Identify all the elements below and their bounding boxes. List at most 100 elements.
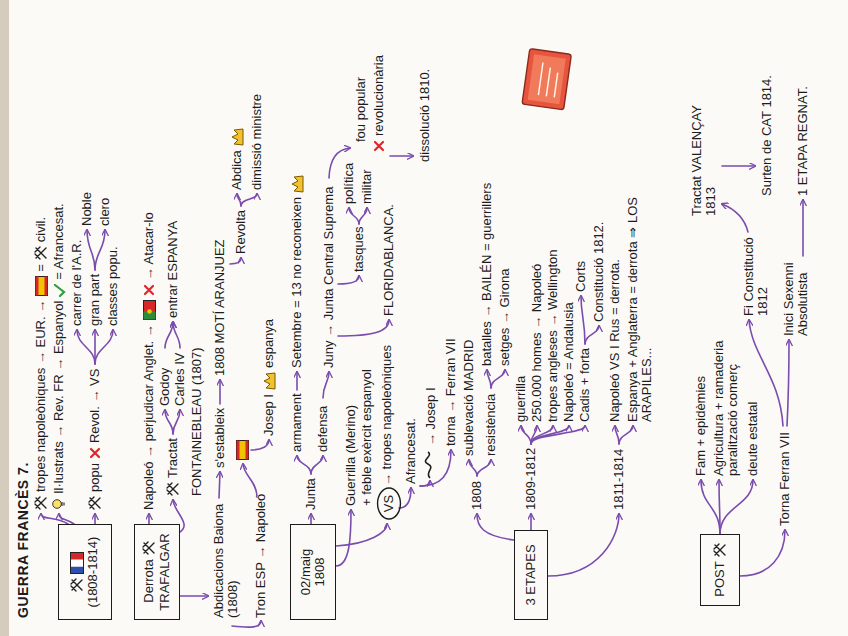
branch-arrow (296, 372, 298, 390)
crossed-out-scribble (425, 452, 430, 478)
branch-arrow (477, 460, 491, 476)
branch-arrow (530, 514, 532, 530)
branch-arrow (701, 480, 720, 534)
text-row: + feble exèrcit espanyol (360, 369, 374, 506)
text-row: Abdica (230, 128, 244, 190)
branch-arrow (165, 322, 173, 348)
node-text: POST (713, 561, 727, 596)
text-row: tropes angleses → Wellington (546, 250, 560, 422)
aftermath-box: POST (700, 534, 740, 606)
branch-arrow (95, 230, 105, 270)
note-text: dissolució 1810. (418, 69, 432, 162)
text-row: Inici Sexenni Absolutista (782, 224, 810, 336)
branch-arrow (491, 370, 505, 388)
spain-flag (35, 276, 48, 296)
red-cross (373, 140, 385, 152)
text-row: Napoleó = Andalusia (562, 302, 576, 422)
note-text: → Atacar-lo (142, 212, 156, 280)
note-text: Guerrilla (Merino) (344, 405, 358, 506)
text-row: deute estatal (746, 402, 760, 476)
branch-arrow (719, 480, 720, 534)
node-line (70, 552, 84, 592)
node-line: Derrota (142, 541, 156, 602)
red-cross (89, 447, 101, 459)
text-row: 1 ETAPA REGNAT. (796, 86, 810, 196)
branch-arrow (722, 165, 755, 167)
note-text: + feble exèrcit espanyol (360, 369, 374, 506)
branch-arrow (487, 370, 491, 388)
branch-arrow (180, 595, 208, 597)
text-row: 1808 MOTÍ ARANJUEZ (213, 239, 227, 376)
text-row: Juny → Junta Central Suprema (322, 187, 336, 368)
note-text: Noble (80, 192, 94, 226)
branch-arrow (615, 426, 619, 444)
branch-arrow (336, 510, 351, 566)
france-flag (70, 552, 84, 574)
node-line: (1808-1814) (86, 537, 100, 608)
page-title: GUERRA FRANCÈS 7. (16, 462, 30, 618)
note-text: Tron ESP → Napoleó (254, 494, 268, 618)
check-mark (53, 284, 66, 297)
text-row: → tropes napoleòniques (380, 345, 394, 486)
text-row: dissolució 1810. (418, 69, 432, 162)
branch-arrow (310, 514, 312, 524)
spain-flag (236, 440, 249, 460)
text-row: setges → Girona (498, 268, 512, 366)
text-row: defensa (316, 406, 330, 452)
note-text: 1808 (470, 481, 484, 510)
text-row: Tron ESP → Napoleó (254, 494, 268, 618)
note-text: política (342, 163, 356, 204)
symbol-holder (70, 578, 84, 592)
note-text: Tractat VALENÇAY 1813 (690, 91, 718, 216)
branch-arrow (87, 230, 95, 270)
text-row: Guerrilla (Merino) (344, 405, 358, 506)
branch-arrow (241, 194, 257, 206)
branch-arrow (173, 500, 184, 532)
text-row: tropes napoleòniques → EUR. → = civil. (34, 217, 48, 510)
node-line: TRAFALGAR (158, 533, 172, 610)
note-text: 1809-1812 (524, 448, 538, 510)
note-text: Tractat (166, 438, 180, 478)
branch-arrow (230, 258, 241, 264)
text-row: classes popu. (106, 247, 120, 327)
note-text: deute estatal (746, 402, 760, 476)
branch-arrow (349, 208, 359, 224)
text-row: Surten de CAT 1814. (760, 75, 774, 196)
text-row: Abdicacions Baiona (1808) (212, 488, 240, 618)
text-row: Tractat VALENÇAY 1813 (690, 91, 718, 216)
note-text: batalles → BAILÉN = guerrillers (480, 183, 494, 366)
branch-arrow (338, 276, 359, 284)
branch-arrow (581, 296, 585, 344)
text-row: 1808 (470, 481, 484, 510)
text-row: 250.000 homes → Napoleó (530, 264, 544, 422)
crown (263, 372, 276, 390)
text-row: FLORIDABLANCA. (382, 204, 396, 316)
text-row: Napoleó → perjudicar Anglet. → → Atacar-… (142, 212, 156, 510)
war-symbol (34, 246, 48, 260)
crown (231, 128, 244, 146)
note-text: 1811-1814 (612, 449, 626, 510)
text-row: armament (290, 393, 304, 452)
versus-circle: VS (376, 487, 402, 520)
text-row: Corts (574, 261, 588, 292)
text-row: Junta (304, 478, 318, 510)
branch-arrow (95, 330, 113, 364)
note-text: civil. (34, 217, 48, 242)
text-row: guerrilla (514, 376, 528, 422)
note-text: Setembre = 13 no reconeixen (290, 197, 304, 368)
branch-arrow (173, 410, 180, 434)
note-text: Inici Sexenni Absolutista (782, 224, 810, 336)
note-text: Junta (304, 478, 318, 510)
note-text: carrer de l'A.R. (70, 240, 84, 326)
date-box: 02/maig 1808 (290, 524, 336, 620)
note-text: espanya (262, 319, 276, 368)
note-text: guerrilla (514, 376, 528, 422)
war-symbol (142, 541, 156, 555)
text-row: gran part (88, 274, 102, 326)
note-text: classes popu. (106, 247, 120, 327)
branch-arrow (237, 194, 241, 206)
note-text: Juny → Junta Central Suprema (322, 187, 336, 368)
symbol-holder (713, 543, 727, 557)
text-row: tasques (352, 226, 366, 272)
text-row: Revolta (234, 210, 248, 254)
